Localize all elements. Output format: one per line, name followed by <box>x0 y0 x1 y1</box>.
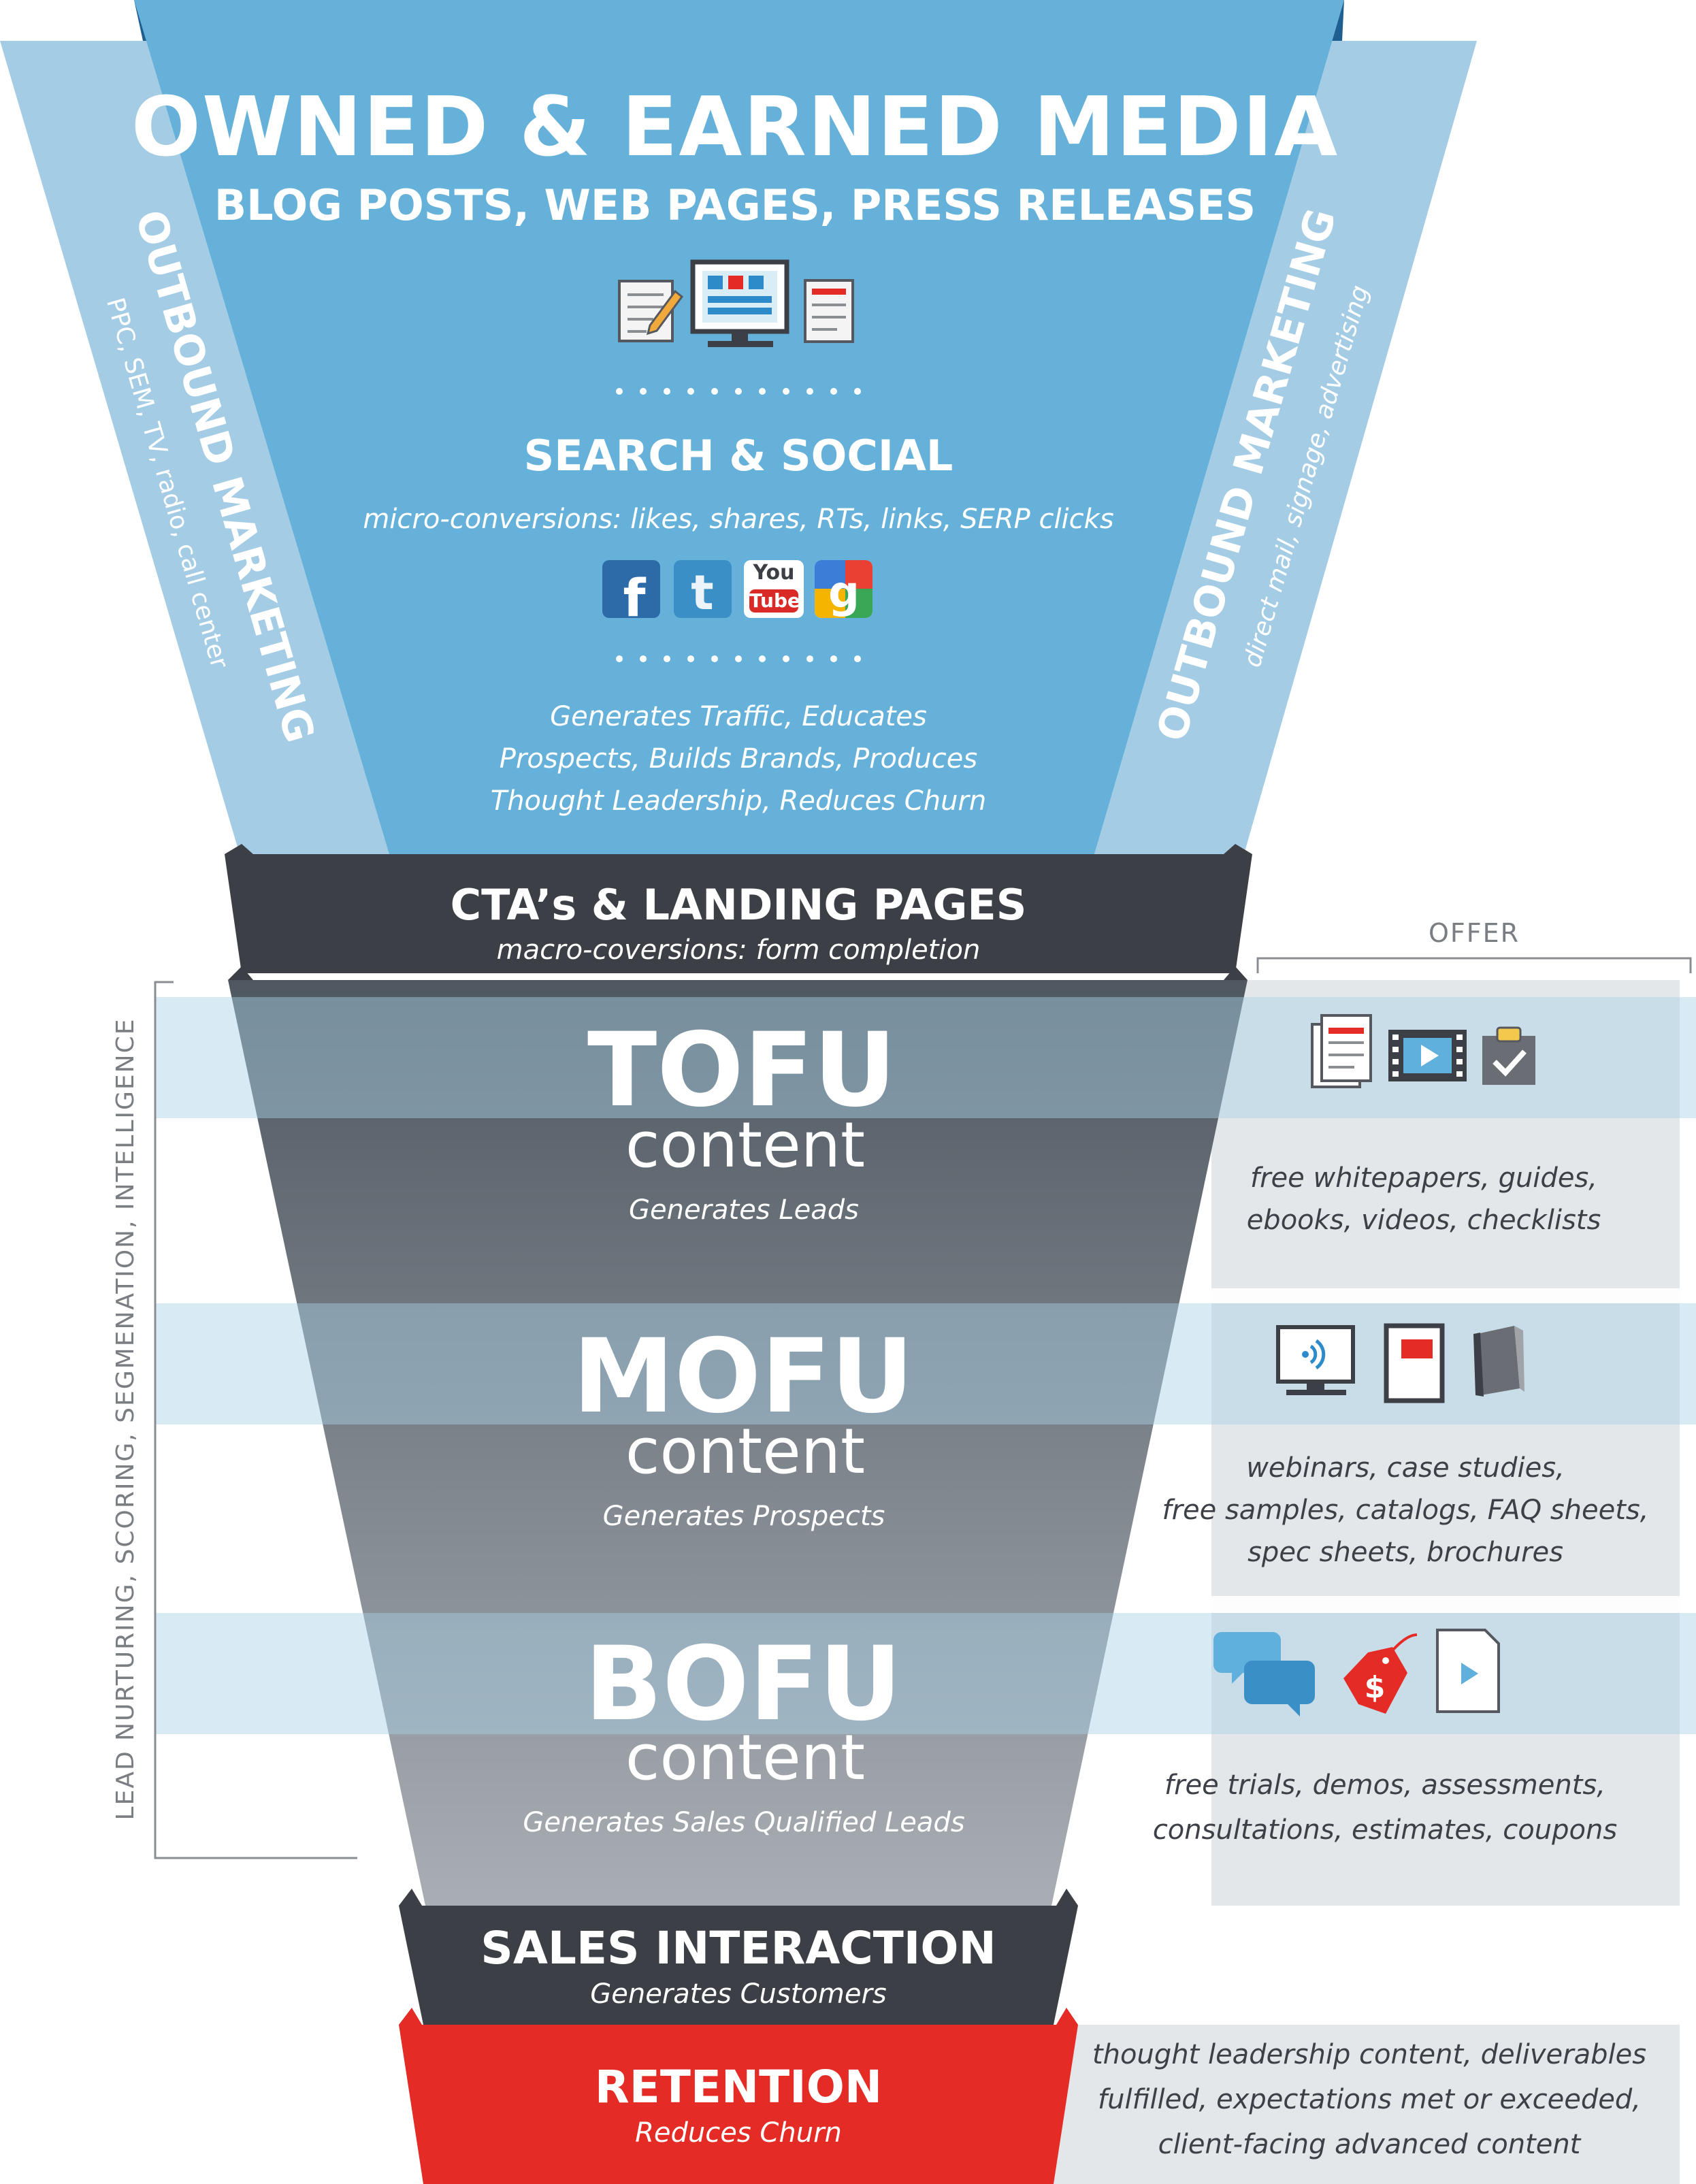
offer-panel <box>1211 980 1680 1906</box>
mofu-stripe <box>155 1303 1696 1424</box>
tofu-offer-line-1: free whitepapers, guides, <box>1250 1162 1597 1194</box>
mofu-content-label: content <box>625 1415 866 1488</box>
funnel-body <box>228 980 1247 1906</box>
benefits-line-3: Thought Leadership, Reduces Churn <box>490 785 987 817</box>
mofu-title: MOFU <box>572 1318 914 1436</box>
owned-media-section <box>134 0 1344 861</box>
outbound-right-strip <box>1092 41 1477 861</box>
tofu-content-label: content <box>625 1109 866 1181</box>
search-social-title: SEARCH & SOCIAL <box>523 431 953 480</box>
cta-title: CTA’s & LANDING PAGES <box>450 880 1027 930</box>
retention-title: RETENTION <box>594 2061 883 2113</box>
webinar-icon <box>1276 1325 1355 1395</box>
svg-text:$: $ <box>1365 1670 1386 1705</box>
price-tag-icon: $ <box>1343 1633 1418 1714</box>
cta-subtitle: macro-coversions: form completion <box>496 934 981 966</box>
svg-text:t: t <box>691 565 713 621</box>
document-pencil-icon <box>618 280 684 342</box>
bofu-content-label: content <box>625 1721 866 1794</box>
owned-media-subtitle: BLOG POSTS, WEB PAGES, PRESS RELEASES <box>214 180 1256 230</box>
search-social-subtitle: micro-conversions: likes, shares, RTs, l… <box>363 504 1114 535</box>
benefits-line-1: Generates Traffic, Educates <box>550 701 927 732</box>
mofu-offer-line-3: spec sheets, brochures <box>1247 1537 1563 1568</box>
whitepaper-icon <box>1311 1014 1372 1088</box>
mofu-result: Generates Prospects <box>602 1501 885 1532</box>
retention-note-line-1: thought leadership content, deliverables <box>1092 2039 1647 2070</box>
lead-nurturing-bracket <box>154 981 357 1859</box>
case-study-icon <box>1384 1323 1445 1403</box>
catalog-book-icon <box>1473 1326 1524 1397</box>
mofu-offer-line-2: free samples, catalogs, FAQ sheets, <box>1162 1495 1649 1526</box>
retention-panel <box>1051 2025 1680 2184</box>
lead-nurturing-label: LEAD NURTURING, SCORING, SEGMENATION, IN… <box>112 1017 140 1821</box>
youtube-icon[interactable] <box>744 560 804 618</box>
svg-text:g: g <box>828 568 860 618</box>
chat-bubbles-icon <box>1213 1632 1315 1716</box>
bofu-offer-line-1: free trials, demos, assessments, <box>1164 1770 1605 1801</box>
dot-separator-2 <box>616 655 861 662</box>
tofu-title: TOFU <box>587 1011 897 1130</box>
video-icon <box>1388 1030 1467 1081</box>
retention-subtitle: Reduces Churn <box>635 2117 842 2149</box>
sales-subtitle: Generates Customers <box>590 1978 887 2010</box>
youtube-you-label: You <box>753 561 795 585</box>
tofu-offer-line-2: ebooks, videos, checklists <box>1246 1205 1601 1236</box>
bofu-offer-line-2: consultations, estimates, coupons <box>1152 1814 1618 1846</box>
video-file-icon <box>1436 1629 1500 1713</box>
press-release-icon <box>804 279 854 343</box>
bofu-title: BOFU <box>584 1625 902 1744</box>
cta-band <box>225 854 1252 973</box>
retention-band <box>399 2025 1078 2184</box>
sales-title: SALES INTERACTION <box>480 1922 996 1974</box>
youtube-tube-label: Tube <box>749 589 800 612</box>
twitter-icon[interactable]: t <box>674 560 732 621</box>
facebook-icon[interactable]: f <box>602 560 660 628</box>
checklist-icon <box>1482 1026 1535 1085</box>
retention-note-line-3: client-facing advanced content <box>1158 2129 1581 2160</box>
benefits-line-2: Prospects, Builds Brands, Produces <box>499 743 978 775</box>
offer-label: OFFER <box>1428 918 1520 948</box>
offer-bracket <box>1256 957 1692 973</box>
mofu-offer-line-1: webinars, case studies, <box>1246 1452 1565 1484</box>
bofu-result: Generates Sales Qualified Leads <box>523 1807 965 1838</box>
monitor-dashboard-icon <box>690 259 789 347</box>
outbound-left-strip <box>0 41 391 861</box>
sales-band <box>399 1906 1078 2025</box>
google-icon[interactable]: g <box>815 560 873 618</box>
svg-text:f: f <box>623 568 646 628</box>
tofu-result: Generates Leads <box>628 1194 860 1226</box>
retention-note-line-2: fulfilled, expectations met or exceeded, <box>1098 2084 1641 2115</box>
owned-media-title: OWNED & EARNED MEDIA <box>131 80 1339 175</box>
dot-separator-1 <box>616 388 861 395</box>
